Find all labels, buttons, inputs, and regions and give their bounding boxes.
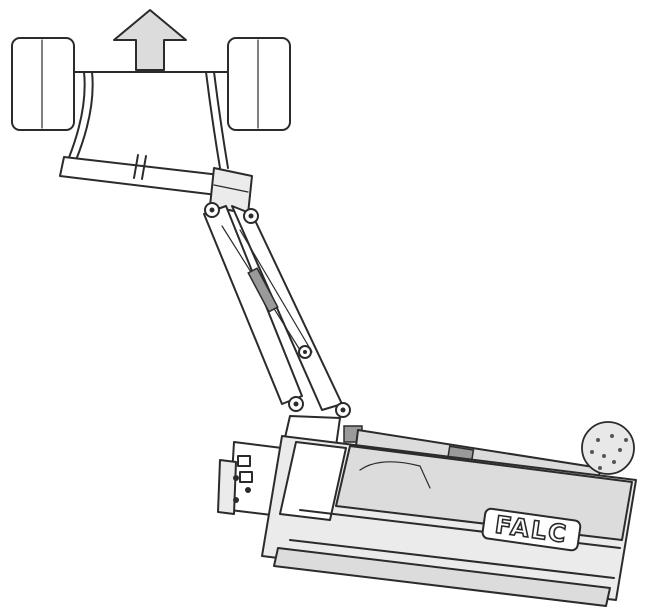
mounting-bar (59, 154, 253, 215)
direction-arrow-icon (113, 9, 187, 71)
tractor-frame (67, 71, 229, 169)
mower-body (261, 435, 637, 607)
left-wheel-icon (11, 37, 75, 131)
shrub-icon (581, 421, 635, 475)
right-wheel-icon (227, 37, 291, 131)
gearbox (217, 441, 283, 517)
articulated-arm (203, 202, 351, 418)
